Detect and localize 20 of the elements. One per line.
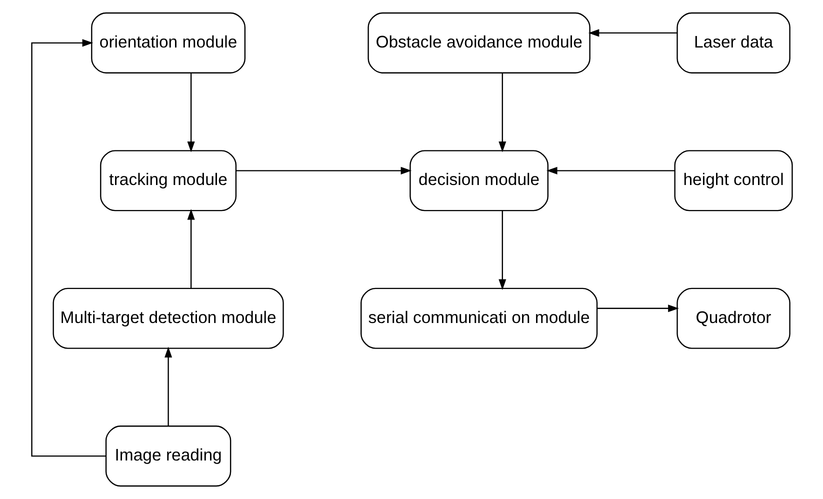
- arrow: [186, 208, 194, 288]
- node-box: Image reading: [104, 426, 231, 487]
- arrow: [186, 73, 194, 152]
- node-box: decision module: [409, 150, 548, 212]
- node-box: Quadrotor: [676, 288, 790, 349]
- node-box: orientation module: [90, 12, 246, 74]
- arrow: [498, 73, 506, 152]
- arrow: [498, 210, 506, 290]
- node-box: Multi-target detection module: [52, 288, 284, 349]
- node-box: tracking module: [100, 150, 236, 212]
- node-box: height control: [674, 150, 792, 212]
- arrow: [546, 166, 674, 174]
- arrow: [236, 166, 412, 174]
- node-box: serial communicati on module: [360, 288, 598, 349]
- node-box: Obstacle avoidance module: [367, 12, 590, 74]
- arrow: [588, 29, 677, 37]
- arrow: [596, 304, 678, 312]
- node-box: Laser data: [676, 12, 790, 74]
- arrow: [164, 346, 172, 426]
- arrow: [30, 39, 106, 457]
